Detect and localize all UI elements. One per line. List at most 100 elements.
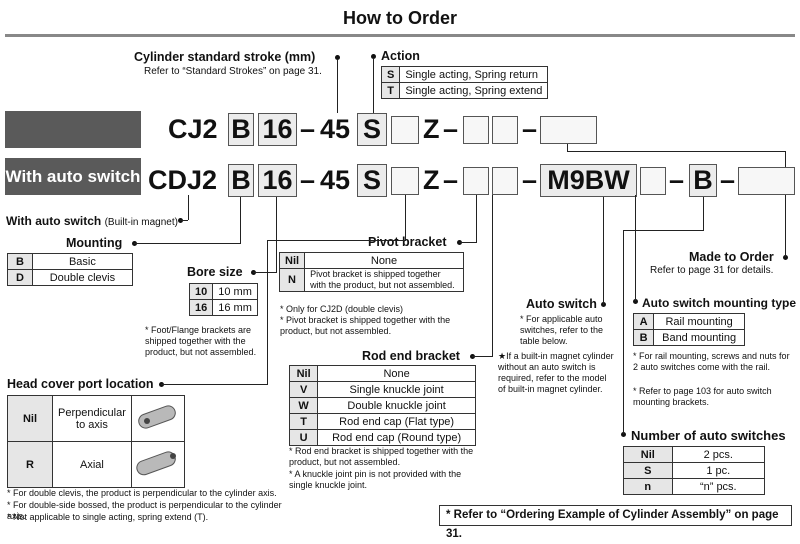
code1-dash2: –: [443, 114, 459, 144]
code1-mto-box: [540, 116, 597, 144]
code2-dash4: –: [669, 165, 685, 195]
title-divider: [5, 34, 795, 37]
code2-mounting-box: B: [228, 164, 254, 197]
code1-pivot-box: [463, 116, 489, 144]
action-key: T: [380, 82, 401, 99]
table-row: Nil Perpendicular to axis: [7, 395, 185, 442]
mounttype-leader: [635, 195, 636, 301]
bore-leader-v: [276, 197, 277, 273]
rodend-key: W: [288, 397, 319, 414]
numswitch-leader-v: [623, 230, 624, 434]
bore-value: 16 mm: [212, 299, 258, 316]
with-switch-leader-h: [180, 220, 188, 221]
rodend-value: Single knuckle joint: [317, 381, 476, 398]
numswitch-heading: Number of auto switches: [631, 428, 786, 443]
mto-note: Refer to page 31 for details.: [650, 265, 774, 276]
pivot-key: N: [278, 268, 306, 292]
mounting-key: B: [7, 253, 33, 270]
numswitch-key: n: [623, 478, 673, 495]
numswitch-leader-v2: [703, 197, 704, 231]
code2-bore-box: 16: [258, 164, 297, 197]
code1-headcover-box: [391, 116, 419, 144]
mounttype-value: Rail mounting: [653, 313, 745, 330]
rodend-value: Double knuckle joint: [317, 397, 476, 414]
rodend-key: V: [288, 381, 319, 398]
mounting-value: Double clevis: [31, 269, 134, 286]
headcover-value: Perpendicular to axis: [52, 395, 132, 442]
code2-prefix: CDJ2: [148, 165, 218, 195]
pivot-leader-v: [476, 195, 477, 243]
rodend-value: Rod end cap (Round type): [317, 429, 476, 446]
code2-dash1: –: [300, 165, 316, 195]
mounttype-note-1: * For rail mounting, screws and nuts for…: [633, 351, 790, 372]
mounttype-key: B: [632, 329, 655, 346]
numswitch-value: “n” pcs.: [671, 478, 766, 495]
mounting-leader-h: [134, 243, 240, 244]
code2-stroke: 45: [320, 165, 351, 195]
with-auto-switch-bar-label: With auto switch: [5, 167, 141, 186]
mounttype-key: A: [632, 313, 655, 330]
headcover-leader-v2: [405, 195, 406, 241]
table-row: R Axial: [7, 441, 185, 488]
code1-dash3: –: [522, 114, 538, 144]
perpendicular-cylinder-icon: [138, 405, 176, 429]
mto-leader-right: [785, 195, 786, 257]
code2-mto-box: [738, 167, 795, 195]
mto-leader-code2: [785, 151, 786, 167]
code1-bore-box: 16: [258, 113, 297, 146]
pivot-heading: Pivot bracket: [368, 235, 447, 249]
code2-headcover-box: [391, 167, 419, 195]
action-heading: Action: [381, 49, 420, 63]
code2-switch-box: M9BW: [540, 164, 637, 197]
code2-action: S: [362, 165, 381, 195]
mto-leader-top: [567, 151, 785, 152]
code2-mounting: B: [231, 165, 251, 195]
code1-z: Z: [423, 114, 440, 144]
pivot-key: Nil: [278, 252, 306, 269]
stroke-leader: [337, 60, 338, 113]
bore-key: 16: [188, 299, 214, 316]
numswitch-leader-h: [623, 230, 703, 231]
stroke-heading: Cylinder standard stroke (mm): [134, 50, 316, 64]
rodend-key: Nil: [288, 365, 319, 382]
mounttype-heading: Auto switch mounting type: [642, 296, 796, 310]
footer-note: * Refer to “Ordering Example of Cylinder…: [439, 505, 792, 540]
rodend-leader-h: [472, 356, 492, 357]
code2-rodend-box: [492, 167, 518, 195]
bore-leader-h: [253, 272, 276, 273]
pivot-note-2: * Pivot bracket is shipped together with…: [280, 315, 451, 336]
action-leader: [373, 58, 374, 113]
autoswitch-leader: [603, 197, 604, 305]
headcover-image-cell: [130, 395, 185, 442]
headcover-note-2: * For double-side bossed, the product is…: [7, 500, 282, 521]
code2-count: B: [693, 165, 713, 195]
code1-rodend-box: [492, 116, 518, 144]
mounting-key: D: [7, 269, 33, 286]
code1-mounting-box: B: [228, 113, 254, 146]
headcover-table: Nil Perpendicular to axis R Axial: [7, 395, 185, 488]
numswitch-value: 2 pcs.: [671, 446, 766, 463]
headcover-note-3: * Not applicable to single acting, sprin…: [7, 512, 209, 522]
code2-action-box: S: [357, 164, 387, 197]
numswitch-key: S: [623, 462, 673, 479]
row1-bar: [5, 111, 141, 148]
with-auto-switch-label: With auto switch: [6, 214, 102, 228]
headcover-image-cell: [130, 441, 185, 488]
with-auto-switch-note: With auto switch (Built-in magnet): [6, 214, 178, 229]
